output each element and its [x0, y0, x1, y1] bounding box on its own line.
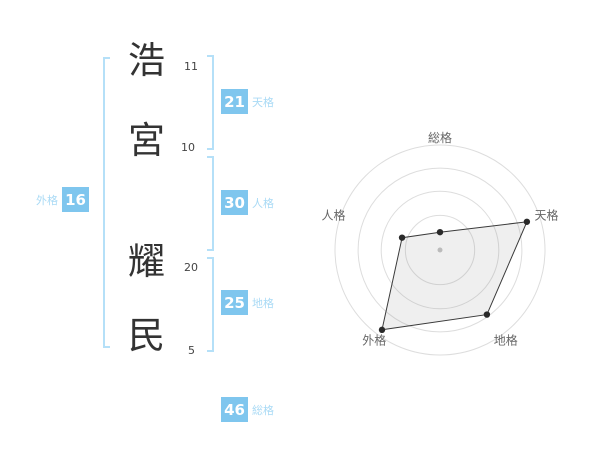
radar-grid-ring-2 [380, 190, 500, 310]
stroke-count-4: 5 [188, 344, 195, 357]
radar-axis-label-3: 外格 [362, 333, 386, 348]
soukaku-value: 46 [221, 397, 248, 422]
radar-data-point-0 [436, 228, 444, 236]
radar-axis-label-4: 人格 [321, 207, 345, 222]
stroke-count-1: 11 [184, 60, 198, 73]
name-character-2: 宮 [128, 119, 165, 162]
jinkaku-badge: 30 人格 [221, 190, 274, 215]
gaikaku-badge: 外格 16 [36, 187, 89, 212]
soukaku-label: 総格 [252, 403, 274, 417]
name-character-3: 耀 [128, 240, 165, 283]
stroke-count-3: 20 [184, 261, 198, 274]
radar-grid-ring-3 [357, 167, 523, 333]
tenkaku-bracket [207, 55, 214, 150]
gaikaku-bracket [103, 57, 110, 348]
radar-axis-label-1: 天格 [534, 207, 558, 222]
name-character-1: 浩 [128, 39, 165, 82]
radar-axis-label-0: 総格 [428, 130, 452, 145]
chikaku-value: 25 [221, 290, 248, 315]
radar-grid-ring-1 [404, 214, 476, 286]
radar-axis-label-2: 地格 [494, 333, 518, 348]
tenkaku-label: 天格 [252, 95, 274, 109]
radar-data-polygon [381, 221, 528, 331]
soukaku-badge: 46 総格 [221, 397, 274, 422]
jinkaku-value: 30 [221, 190, 248, 215]
chikaku-label: 地格 [252, 296, 274, 310]
radar-data-point-3 [378, 326, 386, 334]
jinkaku-bracket [207, 156, 214, 251]
radar-center-dot [437, 247, 443, 253]
radar-data-point-2 [483, 311, 491, 318]
gaikaku-label: 外格 [36, 193, 58, 207]
gaikaku-value: 16 [62, 187, 89, 212]
radar-grid-ring-4 [334, 144, 546, 356]
chikaku-badge: 25 地格 [221, 290, 274, 315]
name-character-4: 民 [128, 314, 165, 357]
tenkaku-badge: 21 天格 [221, 89, 274, 114]
tenkaku-value: 21 [221, 89, 248, 114]
radar-data-point-4 [398, 234, 406, 241]
jinkaku-label: 人格 [252, 196, 274, 210]
chikaku-bracket [207, 257, 214, 352]
stroke-count-2: 10 [181, 141, 195, 154]
radar-data-point-1 [523, 218, 531, 225]
